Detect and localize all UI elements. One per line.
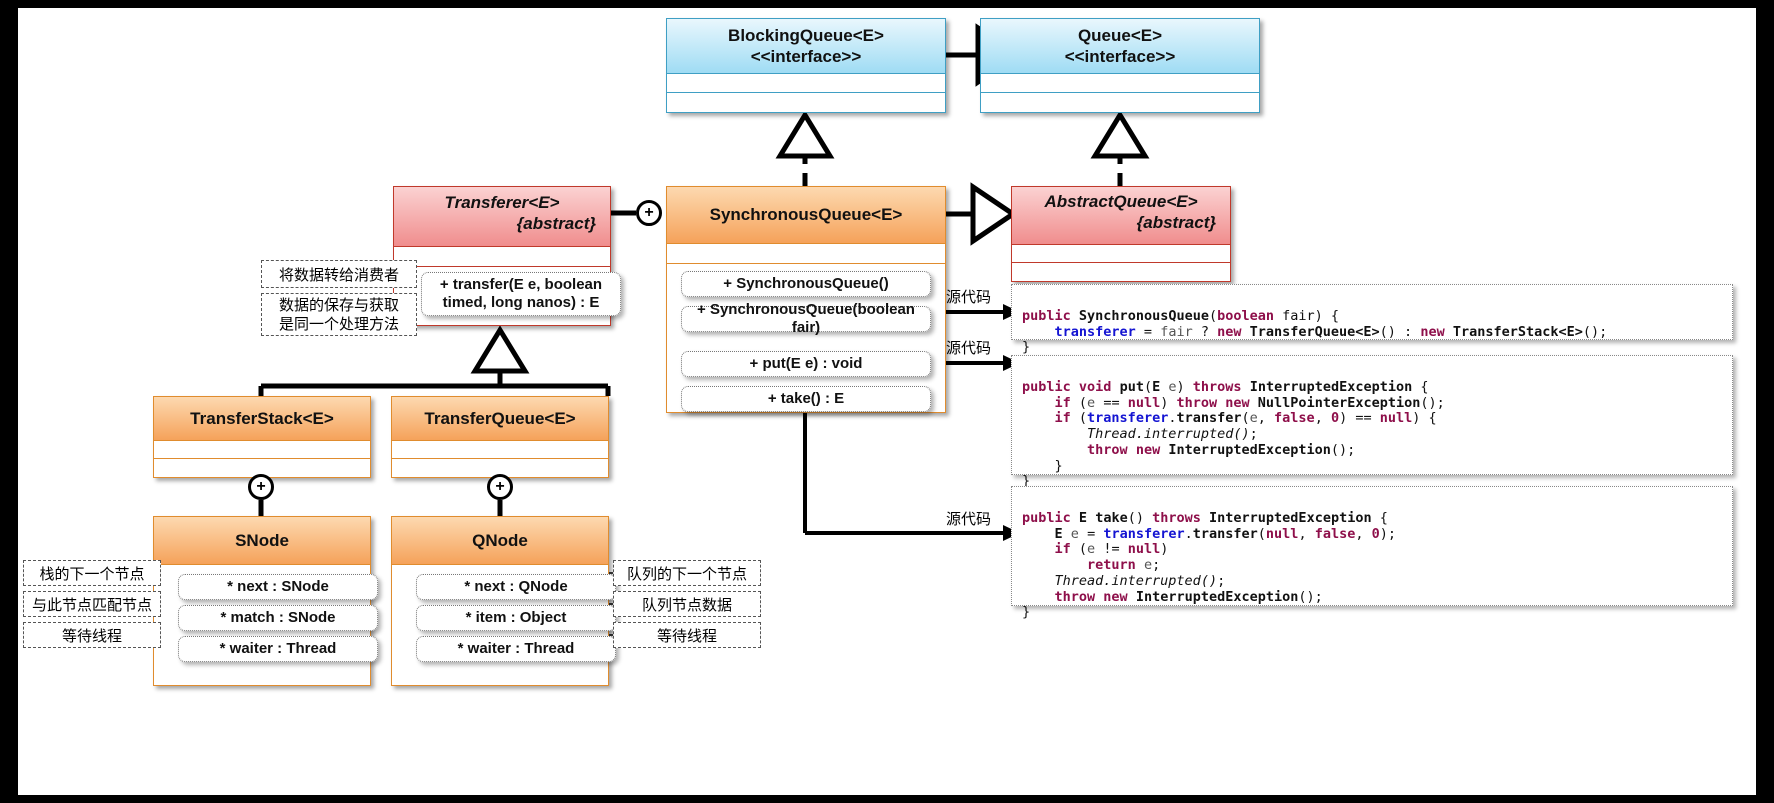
note-qnode-1: 队列的下一个节点 — [613, 560, 761, 586]
class-attributes-abstractqueue — [1012, 245, 1230, 263]
diagram-canvas: Transferer generalization --> BlockingQu… — [18, 8, 1756, 795]
source-label-text: 源代码 — [946, 510, 992, 528]
member-snode-next[interactable]: * next : SNode — [178, 574, 378, 600]
source-label-ctor: 源代码 — [946, 286, 991, 307]
class-box-transferstack[interactable]: TransferStack<E> — [153, 396, 371, 478]
member-qnode-waiter[interactable]: * waiter : Thread — [416, 636, 616, 662]
member-line-2: timed, long nanos) : E — [442, 294, 600, 311]
class-attributes-blockingqueue — [667, 74, 945, 93]
class-name-blockingqueue: BlockingQueue<E> — [728, 25, 884, 45]
member-label: * next : SNode — [227, 578, 329, 595]
class-stereotype-queue: <<interface>> — [1064, 47, 1176, 66]
member-label: * next : QNode — [464, 578, 568, 595]
note-text: 等待线程 — [656, 626, 717, 645]
member-sq-take[interactable]: + take() : E — [681, 386, 931, 412]
class-attributes-transferqueue — [392, 441, 608, 459]
class-methods-queue — [981, 93, 1259, 112]
source-label-text: 源代码 — [946, 339, 992, 357]
class-name-queue: Queue<E> — [1077, 25, 1163, 45]
source-label-put: 源代码 — [946, 337, 991, 358]
member-label: * item : Object — [465, 609, 567, 626]
member-label: + take() : E — [767, 390, 845, 407]
member-label: * match : SNode — [220, 609, 336, 626]
member-transferer-transfer[interactable]: + transfer(E e, boolean timed, long nano… — [421, 272, 621, 316]
note-transferer-2: 数据的保存与获取 是同一个处理方法 — [261, 293, 417, 336]
note-snode-2: 与此节点匹配节点 — [23, 591, 161, 617]
member-sq-ctor-fair[interactable]: + SynchronousQueue(boolean fair) — [681, 301, 931, 336]
member-label: + SynchronousQueue() — [723, 275, 889, 292]
class-methods-transferstack — [154, 459, 370, 477]
note-text-line2: 是同一个处理方法 — [278, 314, 399, 333]
member-label: * waiter : Thread — [219, 640, 337, 657]
member-snode-waiter[interactable]: * waiter : Thread — [178, 636, 378, 662]
class-stereotype-blockingqueue: <<interface>> — [750, 47, 862, 66]
class-box-blockingqueue[interactable]: BlockingQueue<E> <<interface>> — [666, 18, 946, 113]
note-text: 等待线程 — [61, 626, 122, 645]
class-modifier-abstractqueue: {abstract} — [1136, 213, 1216, 233]
class-methods-abstractqueue — [1012, 263, 1230, 281]
class-box-queue[interactable]: Queue<E> <<interface>> — [980, 18, 1260, 113]
member-qnode-next[interactable]: * next : QNode — [416, 574, 616, 600]
note-text-line1: 数据的保存与获取 — [278, 295, 399, 314]
class-attributes-transferstack — [154, 441, 370, 459]
plus-label: + — [644, 204, 654, 221]
class-box-transferqueue[interactable]: TransferQueue<E> — [391, 396, 609, 478]
class-methods-blockingqueue — [667, 93, 945, 112]
note-qnode-3: 等待线程 — [613, 622, 761, 648]
note-text: 将数据转给消费者 — [278, 265, 399, 284]
plus-label: + — [495, 478, 505, 495]
source-label-text: 源代码 — [946, 288, 992, 306]
class-name-qnode: QNode — [472, 530, 528, 550]
class-attributes-queue — [981, 74, 1259, 93]
member-sq-put[interactable]: + put(E e) : void — [681, 351, 931, 377]
note-transferer-1: 将数据转给消费者 — [261, 260, 417, 288]
class-modifier-transferer: {abstract} — [516, 214, 596, 234]
plus-marker-queue-qnode: + — [487, 474, 513, 500]
member-label: + put(E e) : void — [749, 355, 863, 372]
note-text: 队列节点数据 — [641, 595, 732, 614]
class-box-abstractqueue[interactable]: AbstractQueue<E> {abstract} — [1011, 186, 1231, 282]
note-snode-3: 等待线程 — [23, 622, 161, 648]
member-sq-ctor[interactable]: + SynchronousQueue() — [681, 271, 931, 297]
member-snode-match[interactable]: * match : SNode — [178, 605, 378, 631]
class-attributes-synchronousqueue — [667, 244, 945, 264]
plus-marker-transferer-sq: + — [636, 200, 662, 226]
class-name-synchronousqueue: SynchronousQueue<E> — [709, 205, 903, 225]
code-block-constructor: public SynchronousQueue(boolean fair) { … — [1011, 284, 1733, 355]
class-attributes-transferer — [394, 247, 610, 267]
member-line-1: + transfer(E e, boolean — [439, 276, 603, 293]
class-name-transferstack: TransferStack<E> — [190, 408, 334, 428]
class-name-snode: SNode — [235, 530, 289, 550]
source-label-take: 源代码 — [946, 508, 991, 529]
code-block-take: public E take() throws InterruptedExcept… — [1011, 486, 1733, 620]
member-label: + SynchronousQueue(boolean fair) — [697, 301, 915, 336]
note-text: 与此节点匹配节点 — [31, 595, 152, 614]
class-methods-transferqueue — [392, 459, 608, 477]
member-label: * waiter : Thread — [457, 640, 575, 657]
note-text: 队列的下一个节点 — [626, 564, 747, 583]
note-snode-1: 栈的下一个节点 — [23, 560, 161, 586]
plus-marker-stack-snode: + — [248, 474, 274, 500]
note-text: 栈的下一个节点 — [39, 564, 145, 583]
member-qnode-item[interactable]: * item : Object — [416, 605, 616, 631]
class-box-synchronousqueue[interactable]: SynchronousQueue<E> — [666, 186, 946, 413]
code-block-put: public void put(E e) throws InterruptedE… — [1011, 355, 1733, 489]
class-name-transferqueue: TransferQueue<E> — [424, 408, 576, 428]
plus-label: + — [256, 478, 266, 495]
note-qnode-2: 队列节点数据 — [613, 591, 761, 617]
class-name-transferer: Transferer<E> — [444, 193, 560, 212]
class-name-abstractqueue: AbstractQueue<E> — [1044, 192, 1198, 211]
